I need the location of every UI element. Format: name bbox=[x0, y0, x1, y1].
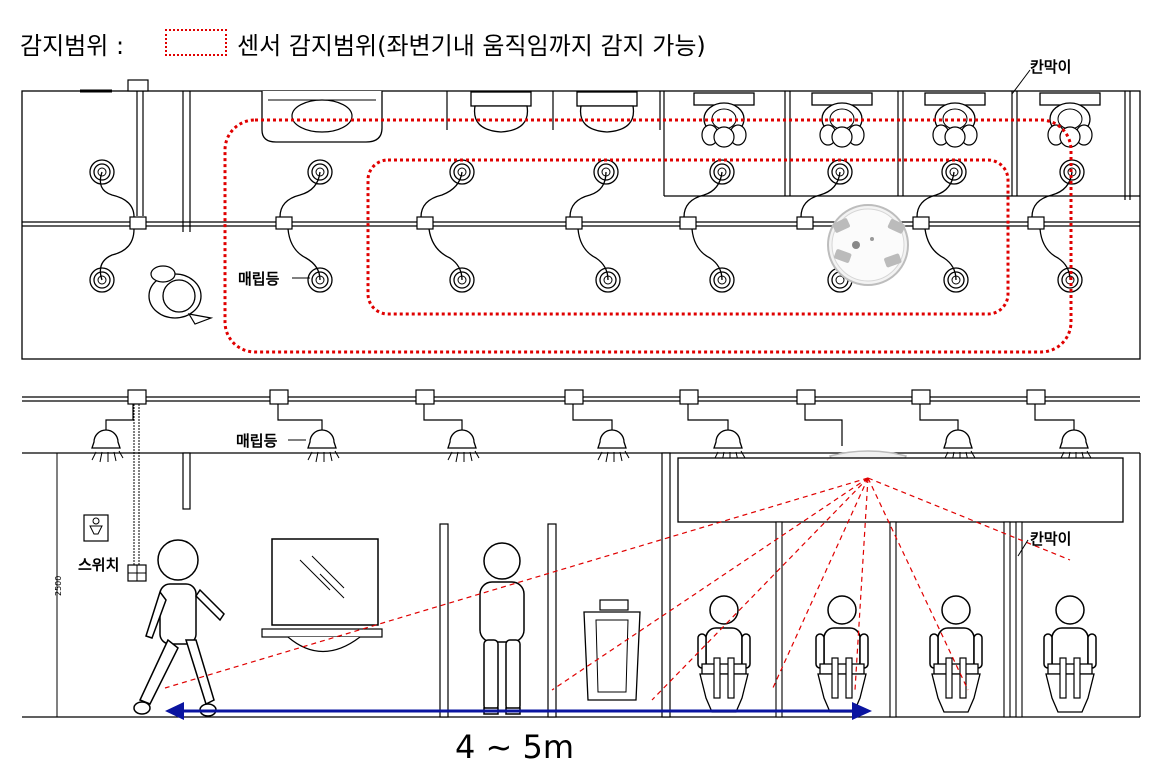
switch-label: 스위치 bbox=[78, 556, 120, 574]
height-dimension-label: 2500 bbox=[54, 575, 63, 596]
partition-label-elevation: 칸막이 bbox=[1030, 530, 1072, 548]
detection-rays bbox=[164, 477, 1071, 701]
ceiling-sensor bbox=[827, 204, 909, 286]
detection-range-inner bbox=[366, 158, 1010, 316]
legend-dotted-box bbox=[165, 29, 227, 56]
legend-description: 센서 감지범위(좌변기내 움직임까지 감지 가능) bbox=[237, 32, 706, 60]
partition-label-plan: 칸막이 bbox=[1030, 58, 1072, 76]
elevation-view bbox=[22, 389, 1141, 720]
light-label-elevation: 매립등 bbox=[236, 432, 278, 450]
detection-range-outer bbox=[223, 118, 1073, 354]
legend-label: 감지범위 : bbox=[20, 32, 125, 60]
plan-view bbox=[21, 69, 1141, 360]
range-label: 4 ~ 5m bbox=[455, 728, 575, 766]
light-label-plan: 매립등 bbox=[238, 270, 280, 288]
range-arrow bbox=[165, 702, 872, 720]
